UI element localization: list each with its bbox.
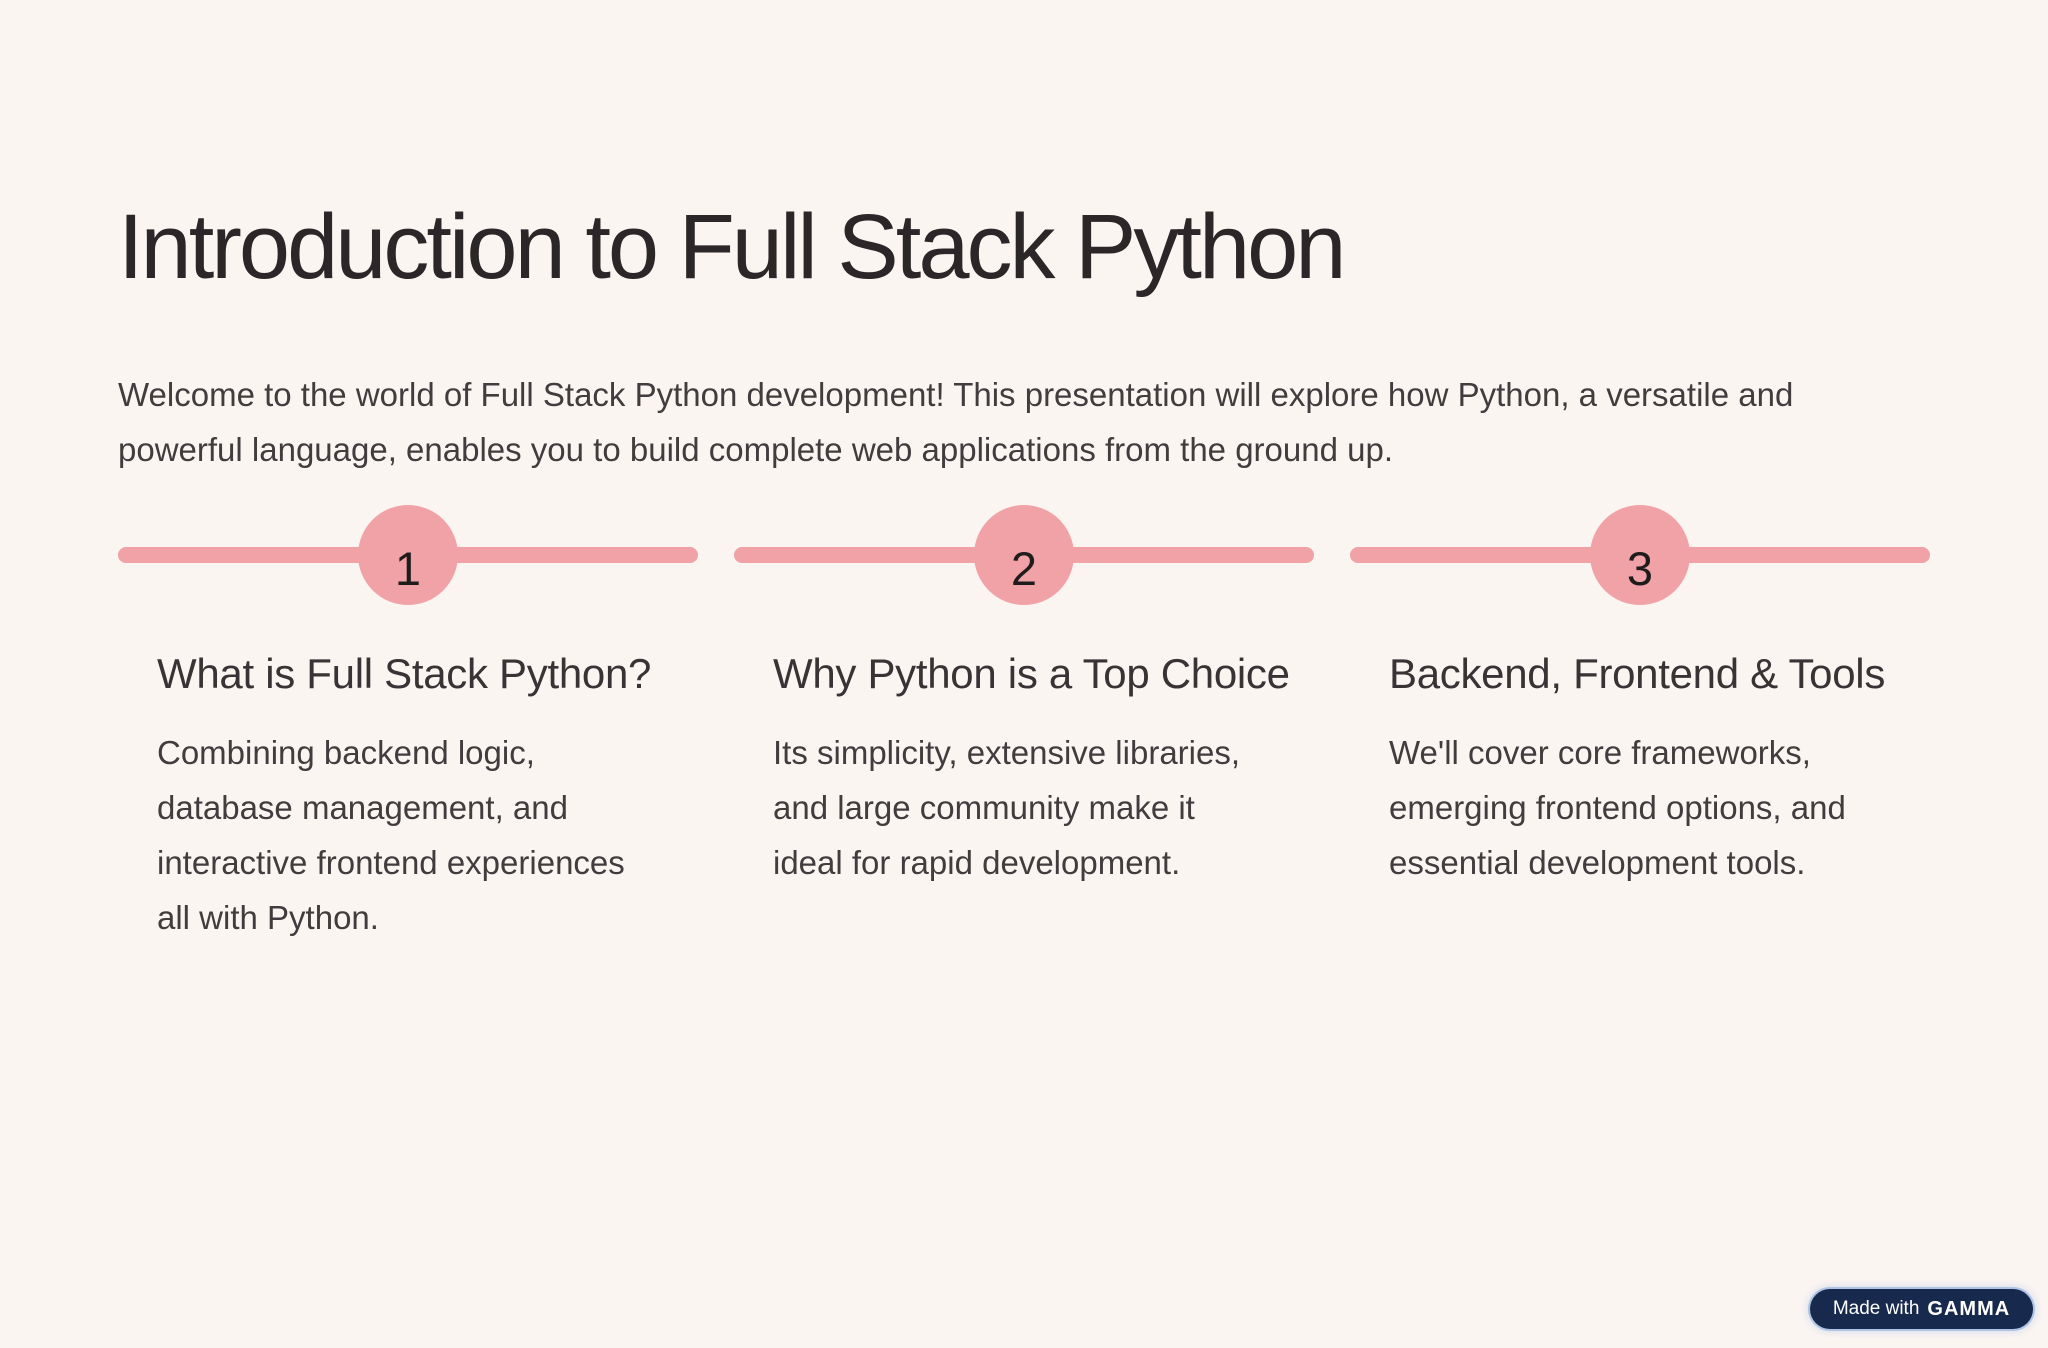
step-1-node-row: 1 [118, 505, 698, 606]
step-3-number: 3 [1626, 541, 1654, 595]
timeline: 1 What is Full Stack Python? Combining b… [118, 505, 1930, 945]
slide-title: Introduction to Full Stack Python [118, 196, 1346, 298]
made-with-gamma-badge[interactable]: Made with GAMMA [1810, 1289, 2033, 1329]
step-3-body: Backend, Frontend & Tools We'll cover co… [1350, 649, 1930, 890]
step-1-description: Combining backend logic, database manage… [157, 734, 625, 937]
timeline-step-1: 1 What is Full Stack Python? Combining b… [118, 505, 698, 945]
step-3-description: We'll cover core frameworks, emerging fr… [1389, 734, 1846, 882]
step-1-number: 1 [394, 541, 422, 595]
step-3-node-circle: 3 [1590, 505, 1690, 606]
intro-paragraph: Welcome to the world of Full Stack Pytho… [118, 376, 1794, 469]
step-2-node-row: 2 [734, 505, 1314, 606]
step-2-node-circle: 2 [974, 505, 1074, 606]
timeline-step-2: 2 Why Python is a Top Choice Its simplic… [734, 505, 1314, 945]
step-1-heading: What is Full Stack Python? [157, 650, 652, 698]
step-2-description: Its simplicity, extensive libraries, and… [773, 734, 1241, 882]
step-2-body: Why Python is a Top Choice Its simplicit… [734, 649, 1314, 890]
badge-prefix-label: Made with [1832, 1298, 1920, 1319]
timeline-step-3: 3 Backend, Frontend & Tools We'll cover … [1350, 505, 1930, 945]
step-2-number: 2 [1010, 541, 1038, 595]
slide: Introduction to Full Stack Python Welcom… [0, 196, 2048, 1348]
step-3-heading: Backend, Frontend & Tools [1389, 650, 1886, 698]
step-2-heading: Why Python is a Top Choice [773, 650, 1290, 698]
step-3-node-row: 3 [1350, 505, 1930, 606]
step-1-node-circle: 1 [358, 505, 458, 606]
step-1-body: What is Full Stack Python? Combining bac… [118, 649, 698, 945]
gamma-logo-wordmark: GAMMA [1927, 1297, 2011, 1320]
